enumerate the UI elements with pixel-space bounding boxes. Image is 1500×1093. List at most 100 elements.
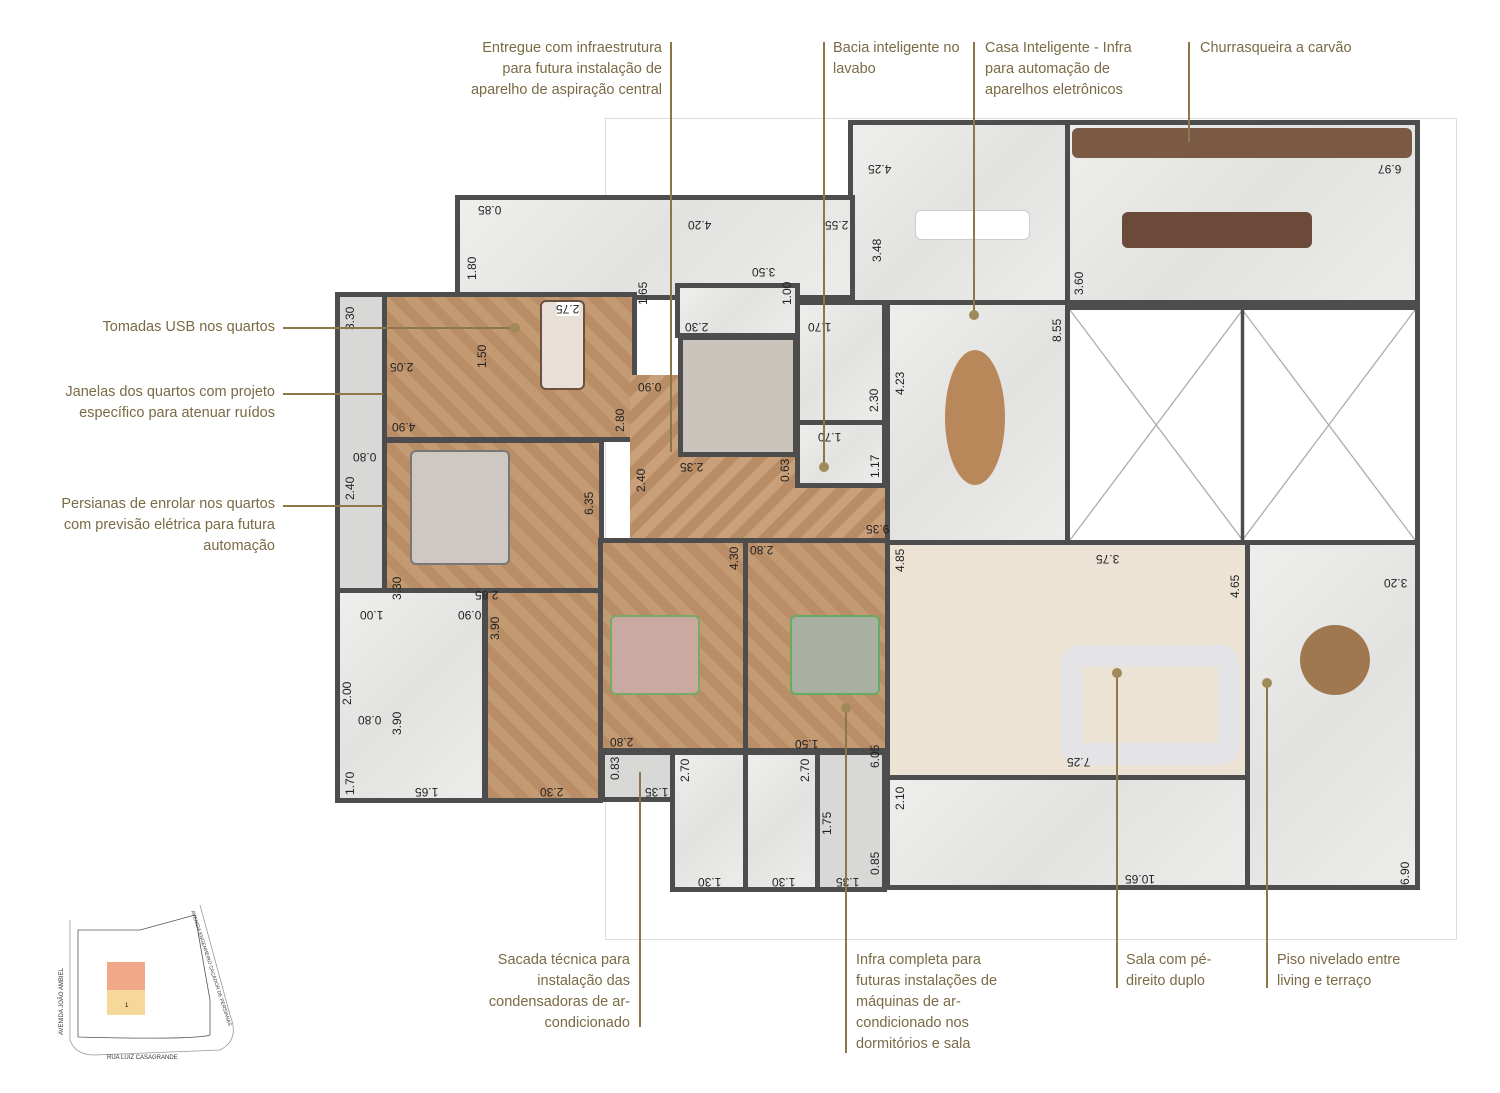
dim: 4.90 [392,420,416,434]
marker-dot [1112,668,1122,678]
leader-line [639,772,641,1027]
key-map: 1 AVENIDA JOÃO AMBIEL RUA LUIZ CASAGRAND… [45,904,290,1075]
dim: 4.85 [893,548,907,572]
dim: 1.50 [795,737,819,751]
dim: 6.90 [1398,861,1412,885]
terrace-table [1300,625,1370,695]
dim: 1.70 [808,320,832,334]
dim: 1.30 [772,875,796,889]
dim: 3.30 [390,576,404,600]
dim: 2.70 [798,758,812,782]
dim: 2.35 [680,460,704,474]
callout-janelas: Janelas dos quartos com projeto específi… [65,384,275,421]
dim: 1.00 [360,608,384,622]
room-elevator [678,335,798,457]
room-bath-center [795,300,887,425]
dim: 4.23 [893,371,907,395]
dim: 3.90 [488,616,502,640]
dim: 1.35 [645,785,669,799]
room-suite1 [382,292,637,442]
dim: 1.00 [780,281,794,305]
dim: 4.30 [727,546,741,570]
dim: 2.80 [613,408,627,432]
dim: 1.70 [818,430,842,444]
room-lavabo [795,420,887,488]
leader-line [1266,683,1268,988]
callout-churrasqueira: Churrasqueira a carvão [1200,40,1352,56]
room-terrace-bottom [885,775,1250,890]
dim: 2.80 [610,735,634,749]
dim: 2.30 [540,785,564,799]
dim: 4.20 [688,218,712,232]
dining-table [945,350,1005,485]
callout-piso: Piso nivelado entre living e terraço [1277,952,1401,989]
bed-master [410,450,510,565]
dim: 3.20 [1384,576,1408,590]
callout-usb: Tomadas USB nos quartos [102,319,275,335]
room-office [455,195,855,300]
dim: 2.30 [685,320,709,334]
dim: 6.35 [582,491,596,515]
dim: 2.55 [825,218,849,232]
dim: 1.75 [820,811,834,835]
dim: 6.97 [1378,162,1402,176]
dim: 3.50 [752,265,776,279]
dim: 1.35 [836,875,860,889]
dim: 1.30 [698,875,722,889]
callout-infra-ar: Infra completa para futuras instalações … [856,952,998,1052]
callout-casa-inteligente: Casa Inteligente - Infra para automação … [985,40,1132,98]
dim: 2.10 [893,786,907,810]
leader-line [1188,42,1190,142]
dim: 8.55 [1050,318,1064,342]
dim: 0.85 [478,203,502,217]
leader-line [973,42,975,317]
dim: 3.75 [1096,552,1120,566]
site-outline [69,904,234,1056]
callout-sala: Sala com pé-direito duplo [1126,952,1212,989]
leader-line [1116,673,1118,988]
dim: 1.80 [465,256,479,280]
dim: 3.60 [1072,271,1086,295]
dim: 2.75 [556,302,580,316]
marker-dot [841,703,851,713]
dim: 0.90 [638,380,662,394]
dim: 9.35 [866,522,890,536]
dim: 2.40 [634,468,648,492]
dim: 2.40 [343,476,357,500]
dim: 1.50 [475,344,489,368]
dim: 2.80 [750,543,774,557]
marker-dot [510,323,520,333]
dim: 4.25 [868,162,892,176]
terrace-outline [605,118,1457,940]
gourmet-table [1122,212,1312,248]
street-left: AVENIDA JOÃO AMBIEL [59,968,65,1035]
dim: 1.17 [868,454,882,478]
bed-bedroom3 [790,615,880,695]
dim: 2.70 [678,758,692,782]
callout-sacada: Sacada técnica para instalação das conde… [488,952,630,1031]
dim: 1.65 [636,281,650,305]
dim: 0.63 [778,458,792,482]
dim: 0.80 [358,713,382,727]
dim: 10.65 [1125,872,1156,886]
callout-persianas: Persianas de enrolar nos quartos com pre… [61,496,275,554]
dim: 2.30 [867,388,881,412]
dim: 0.83 [608,756,622,780]
room-terrace-side [1245,540,1420,890]
dim: 3.48 [870,238,884,262]
dim: 0.80 [353,450,377,464]
unit-number: 1 [125,1003,129,1009]
room-bath3 [743,750,820,892]
dim: 2.05 [390,360,414,374]
leader-line [823,42,825,467]
bed-bedroom2 [610,615,700,695]
room-bath2 [670,750,748,892]
dim: 0.85 [868,851,882,875]
sofa [1060,645,1240,765]
dim: 1.70 [343,771,357,795]
marker-dot [1262,678,1272,688]
leader-line [845,708,847,1053]
dim: 7.25 [1067,755,1091,769]
leader-line [670,42,672,452]
room-master-closet [483,588,603,803]
